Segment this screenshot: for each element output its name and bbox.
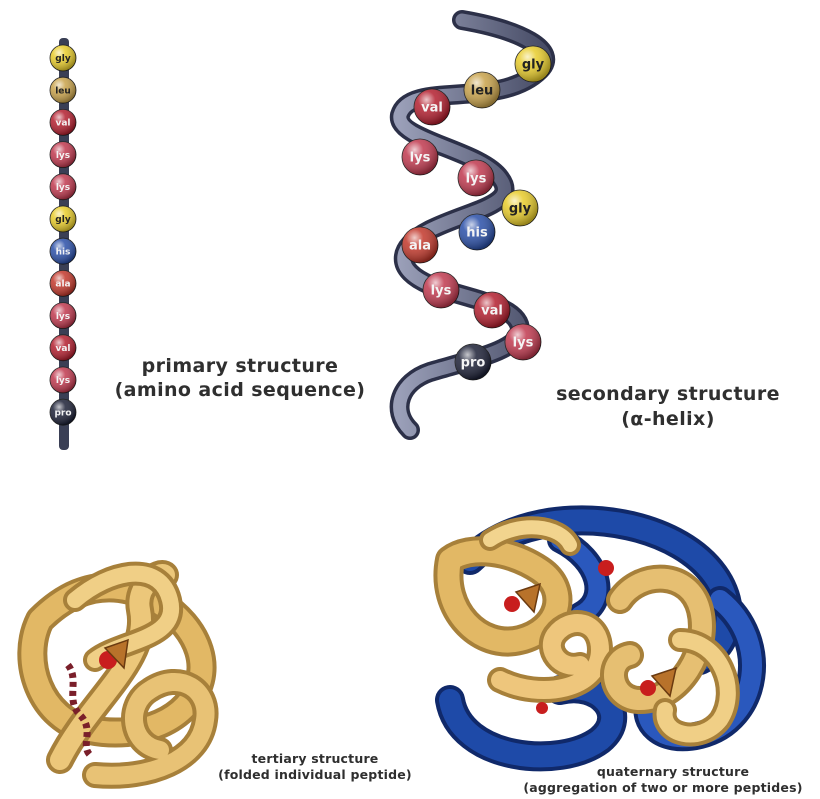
primary-residue-pro: pro <box>50 399 76 425</box>
helix-residue-label: pro <box>461 356 486 371</box>
helix-residue-ala: ala <box>402 227 438 263</box>
primary-residue-label: lys <box>56 376 70 386</box>
helix-residue-label: gly <box>509 202 532 217</box>
secondary-helix: gly leu val lys lys gly his ala lys val lys pro <box>400 20 551 430</box>
primary-residue-lys: lys <box>50 174 76 200</box>
primary-residue-label: lys <box>56 312 70 322</box>
helix-residue-label: gly <box>522 58 545 73</box>
helix-residue-lys: lys <box>402 139 438 175</box>
primary-title: primary structure <box>100 356 380 378</box>
heme-icon <box>536 702 548 714</box>
quaternary-aggregate <box>448 520 752 756</box>
primary-residue-gly: gly <box>50 206 76 232</box>
tertiary-subtitle: (folded individual peptide) <box>205 768 425 782</box>
helix-residue-label: lys <box>466 172 487 187</box>
helix-residue-gly: gly <box>515 46 551 82</box>
primary-residue-label: leu <box>55 86 71 96</box>
helix-residue-label: his <box>466 226 488 241</box>
helix-residue-val: val <box>474 292 510 328</box>
primary-residue-label: gly <box>55 54 71 64</box>
primary-residue-label: his <box>56 247 71 257</box>
secondary-title: secondary structure <box>528 384 808 406</box>
helix-residue-label: lys <box>513 336 534 351</box>
primary-residue-gly: gly <box>50 45 76 71</box>
helix-residue-label: lys <box>410 151 431 166</box>
primary-residue-his: his <box>50 238 76 264</box>
quaternary-subtitle: (aggregation of two or more peptides) <box>508 781 818 795</box>
helix-residue-val: val <box>414 89 450 125</box>
primary-chain: gly leu val lys lys gly his ala lys val lys pro <box>50 38 76 450</box>
primary-residue-lys: lys <box>50 142 76 168</box>
primary-residue-label: gly <box>55 215 71 225</box>
tertiary-fold <box>32 574 205 776</box>
primary-residue-val: val <box>50 109 76 135</box>
helix-residue-label: val <box>421 101 443 116</box>
heme-plate-icon <box>516 584 540 612</box>
helix-residue-lys: lys <box>505 324 541 360</box>
primary-residue-lys: lys <box>50 367 76 393</box>
primary-subtitle: (amino acid sequence) <box>100 380 380 402</box>
primary-residue-leu: leu <box>50 77 76 103</box>
primary-residue-label: pro <box>54 408 71 418</box>
tertiary-title: tertiary structure <box>215 752 415 766</box>
helix-residue-label: leu <box>471 84 494 99</box>
helix-residue-lys: lys <box>458 160 494 196</box>
helix-residue-his: his <box>459 214 495 250</box>
quaternary-title: quaternary structure <box>548 765 798 779</box>
primary-residue-label: lys <box>56 151 70 161</box>
helix-residue-gly: gly <box>502 190 538 226</box>
primary-residue-label: val <box>55 344 70 354</box>
primary-residue-lys: lys <box>50 303 76 329</box>
helix-residue-leu: leu <box>464 72 500 108</box>
primary-residue-ala: ala <box>50 270 76 296</box>
primary-residue-label: ala <box>55 280 70 290</box>
helix-residue-lys: lys <box>423 272 459 308</box>
helix-residue-label: lys <box>431 284 452 299</box>
heme-icon <box>598 560 614 576</box>
primary-residue-label: val <box>55 119 70 129</box>
heme-icon <box>504 596 520 612</box>
heme-icon <box>640 680 656 696</box>
primary-residue-label: lys <box>56 183 70 193</box>
helix-residue-label: val <box>481 304 503 319</box>
secondary-subtitle: (α-helix) <box>528 409 808 431</box>
primary-residue-val: val <box>50 335 76 361</box>
helix-residue-pro: pro <box>455 344 491 380</box>
helix-residue-label: ala <box>409 239 431 254</box>
